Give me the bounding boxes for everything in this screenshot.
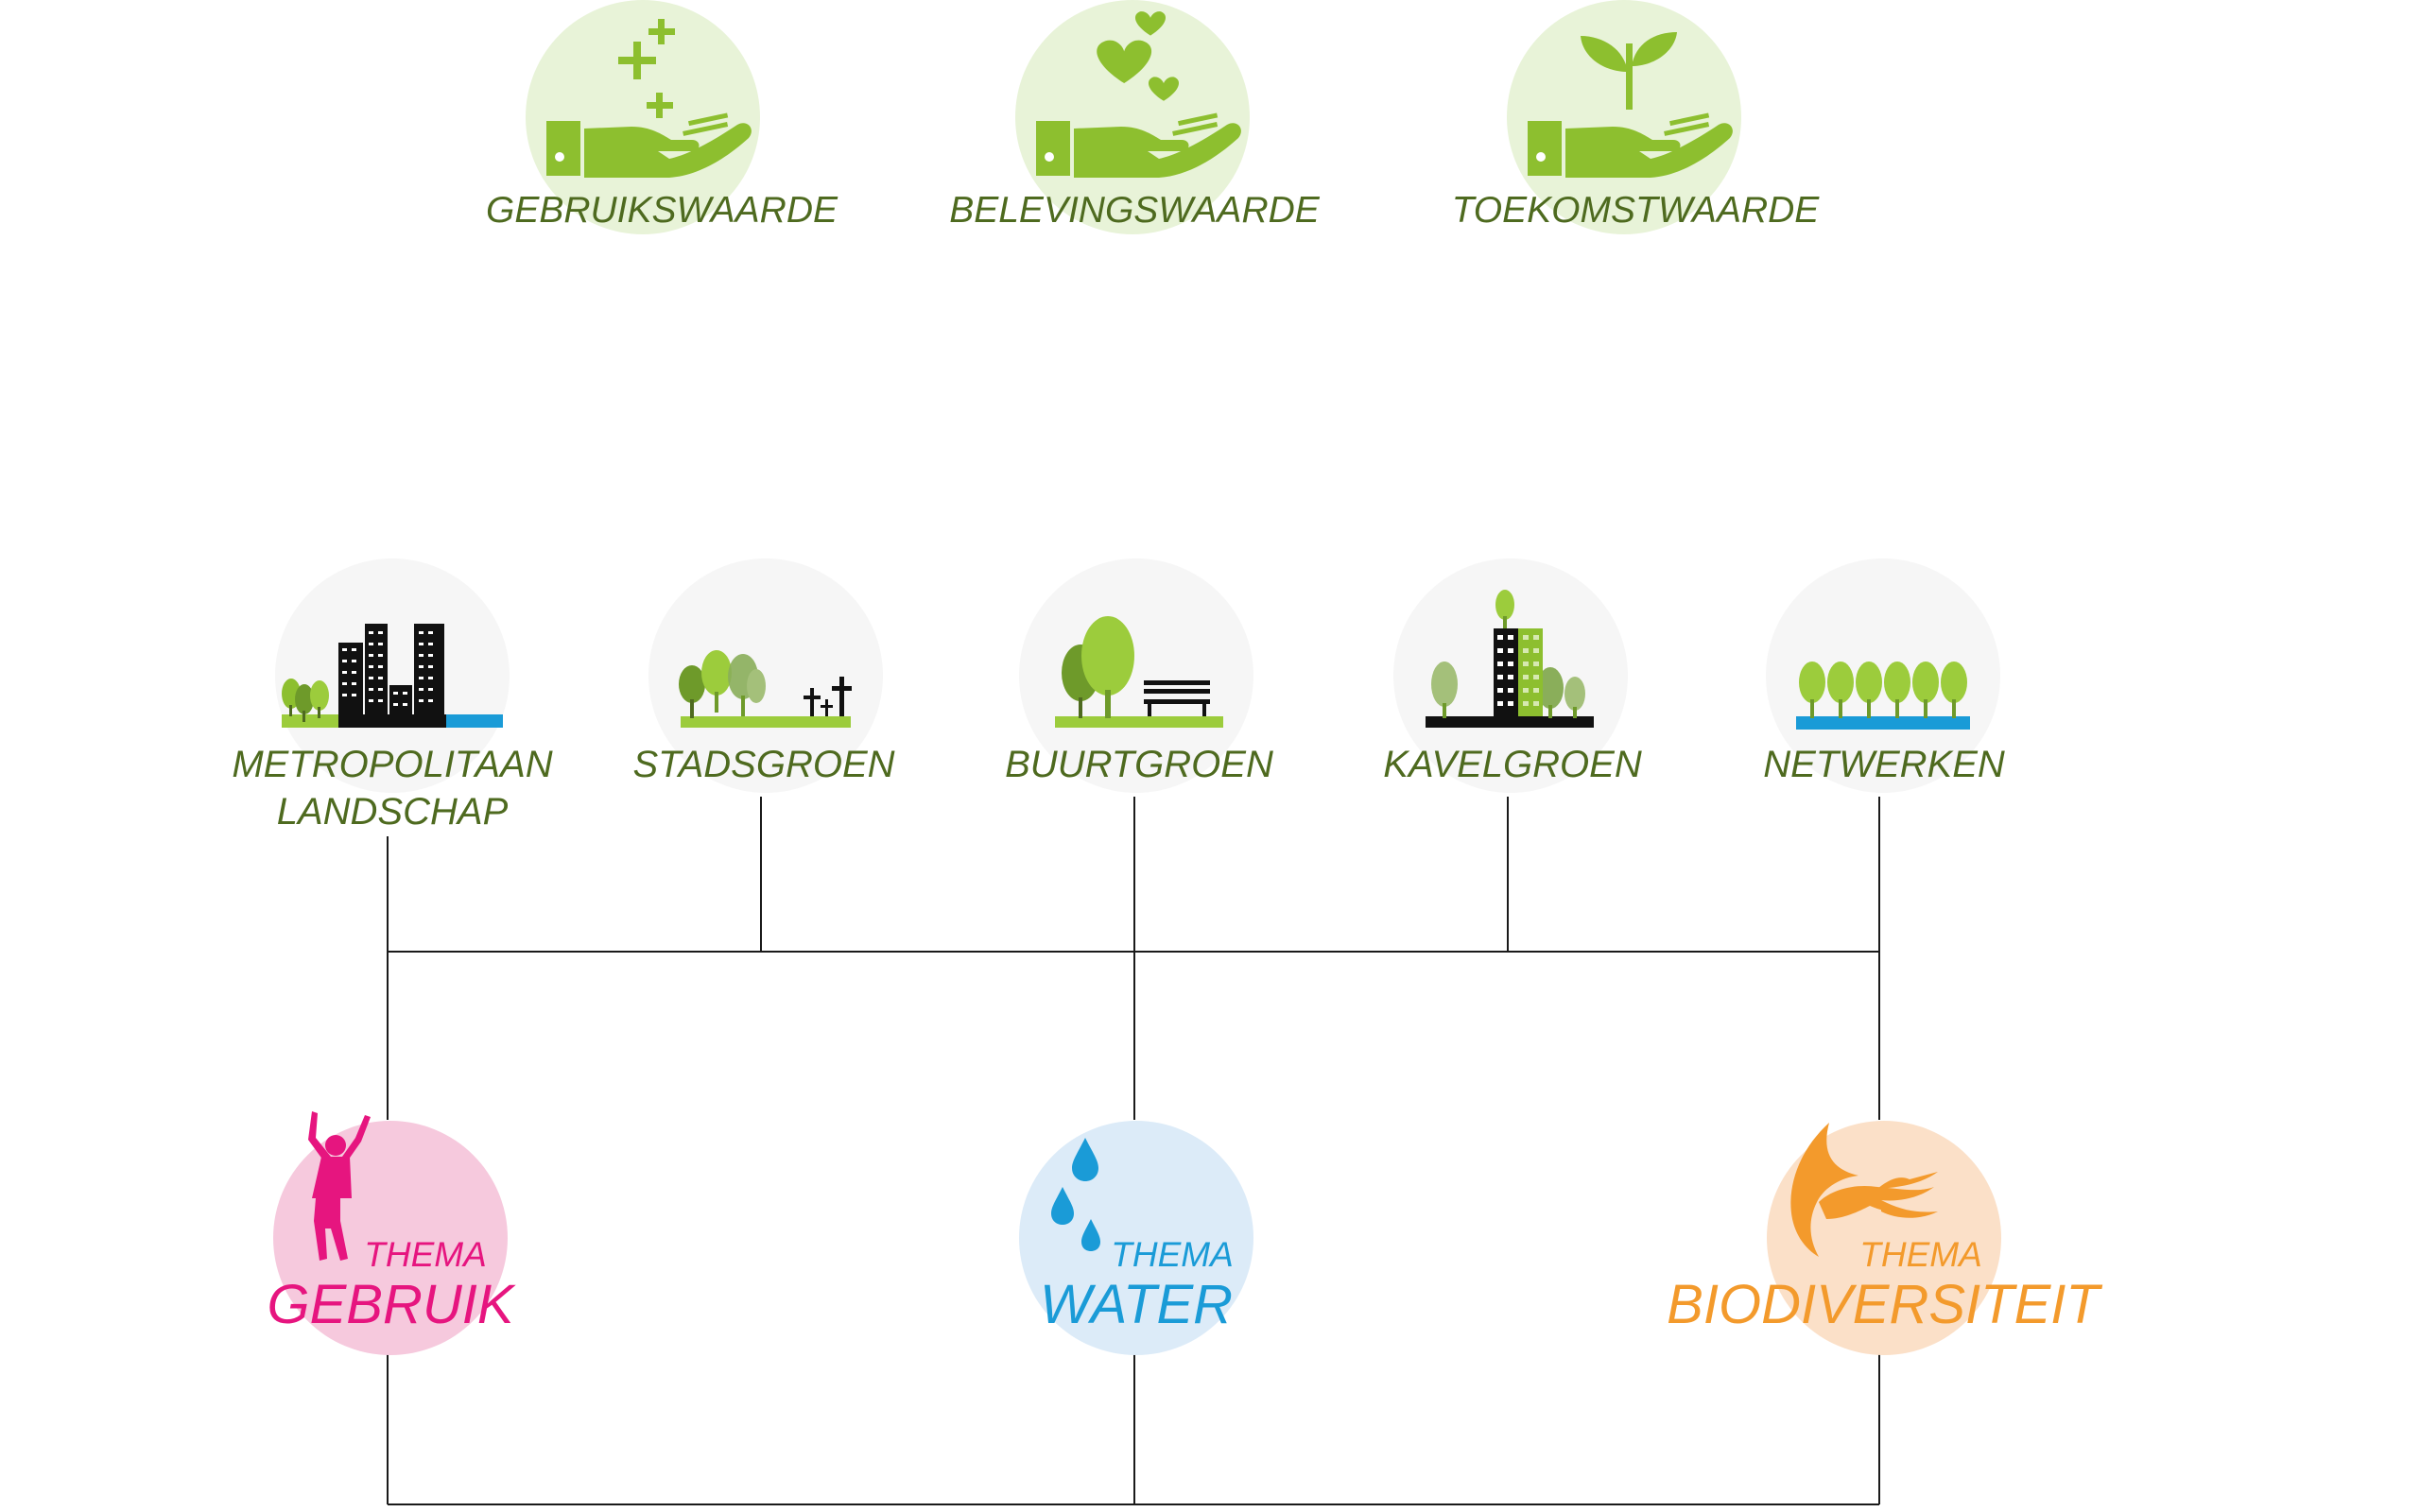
theme-small-label: THEMA (1111, 1235, 1234, 1274)
scale-kavelgroen: KAVELGROEN (1383, 558, 1642, 793)
value-gebruikswaarde: GEBRUIKSWAARDE (486, 0, 838, 234)
scale-label-line2: LANDSCHAP (277, 791, 509, 833)
scale-label: KAVELGROEN (1383, 744, 1642, 785)
scale-label: BUURTGROEN (1005, 744, 1273, 785)
jumping-person-icon (308, 1111, 371, 1261)
theme-water: THEMA WATER (1019, 1121, 1253, 1355)
scale-label: NETWERKEN (1763, 744, 2005, 785)
scale-stadsgroen: STADSGROEN (632, 558, 895, 793)
city-skyline-icon (282, 624, 503, 728)
hand-sprout-icon (1528, 32, 1733, 178)
tree-bench-icon (1055, 616, 1223, 728)
scale-metropolitaan: METROPOLITAAN LANDSCHAP (232, 558, 553, 833)
value-label: GEBRUIKSWAARDE (486, 190, 838, 231)
connector-lines (387, 797, 1880, 1505)
value-belevingswaarde: BELEVINGSWAARDE (949, 0, 1321, 234)
building-trees-icon (1426, 590, 1594, 728)
theme-gebruik: THEMA GEBRUIK (267, 1111, 516, 1355)
theme-big-label: WATER (1040, 1274, 1233, 1335)
tree-row-icon (1796, 662, 1970, 730)
scale-label: STADSGROEN (632, 744, 894, 785)
water-drops-icon (1051, 1138, 1100, 1251)
scale-label: METROPOLITAAN (232, 744, 552, 785)
trees-cemetery-icon (679, 650, 852, 728)
scale-netwerken: NETWERKEN (1763, 558, 2005, 793)
hand-hearts-icon (1036, 11, 1241, 178)
value-label: TOEKOMSTWAARDE (1452, 190, 1821, 231)
swallow-bird-icon (1790, 1123, 1938, 1257)
theme-big-label: BIODIVERSITEIT (1667, 1274, 2102, 1335)
scale-buurtgroen: BUURTGROEN (1005, 558, 1273, 793)
theme-small-label: THEMA (364, 1235, 487, 1274)
value-label: BELEVINGSWAARDE (949, 190, 1321, 231)
value-toekomstwaarde: TOEKOMSTWAARDE (1452, 0, 1821, 234)
hand-plus-icon (546, 19, 752, 178)
theme-biodiversiteit: THEMA BIODIVERSITEIT (1667, 1121, 2102, 1355)
theme-big-label: GEBRUIK (267, 1274, 515, 1335)
theme-small-label: THEMA (1859, 1235, 1982, 1274)
